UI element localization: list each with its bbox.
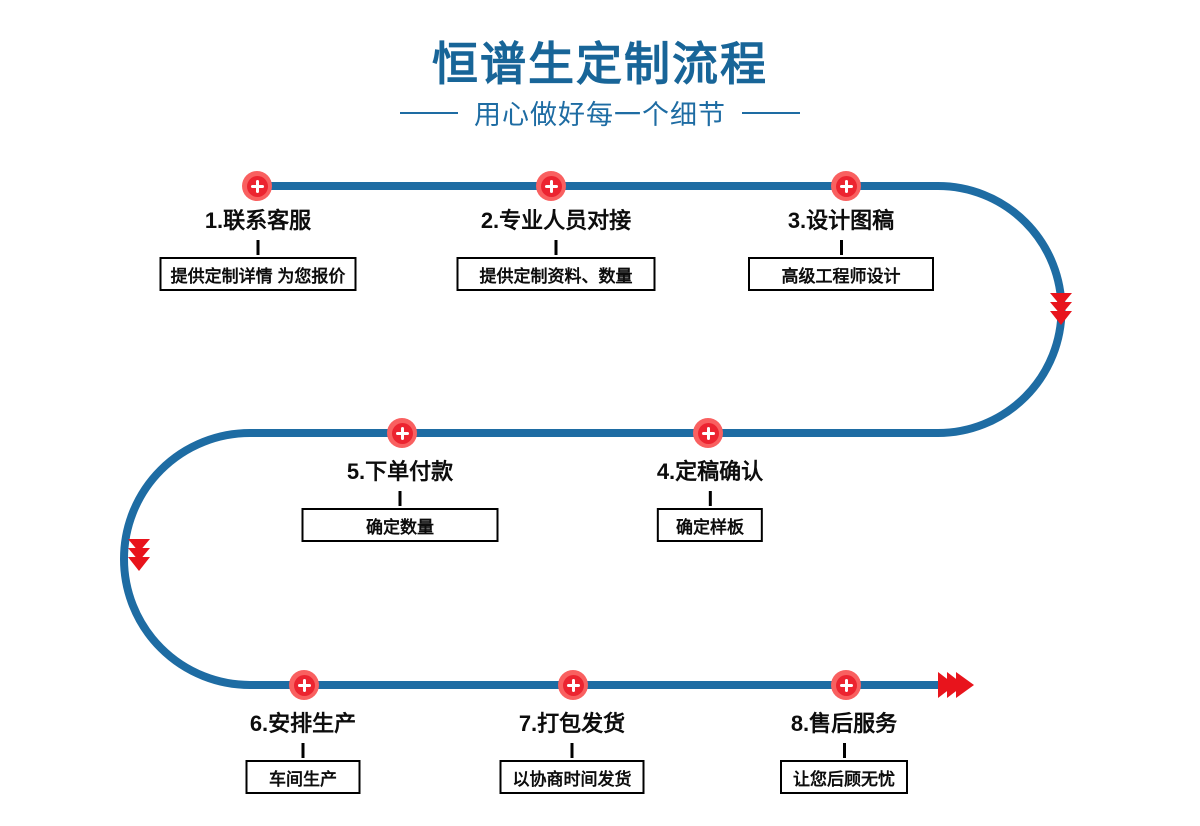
step-label: 3.设计图稿	[787, 208, 895, 233]
plus-icon	[701, 426, 715, 440]
plus-marker-icon	[387, 418, 417, 448]
step-box: 高级工程师设计	[748, 257, 934, 291]
plus-marker-icon	[558, 670, 588, 700]
step-box: 提供定制详情 为您报价	[159, 257, 357, 291]
plus-marker-inner	[835, 674, 857, 696]
connector-tick	[554, 240, 558, 255]
plus-icon	[839, 179, 853, 193]
plus-marker-inner	[562, 674, 584, 696]
plus-marker-inner	[697, 422, 719, 444]
step-box: 确定样板	[656, 508, 763, 542]
plus-marker-icon	[693, 418, 723, 448]
connector-tick	[398, 491, 402, 506]
step-box: 以协商时间发货	[499, 760, 645, 794]
step-label: 6.安排生产	[249, 711, 357, 736]
plus-marker-inner	[540, 175, 562, 197]
step-box: 确定数量	[301, 508, 499, 542]
page-subtitle: 用心做好每一个细节	[474, 100, 726, 130]
subtitle-left-line	[400, 111, 458, 114]
step-6-arrange-production: 6.安排生产 车间生产	[245, 711, 361, 794]
step-label: 5.下单付款	[346, 459, 454, 484]
step-box: 提供定制资料、数量	[456, 257, 656, 291]
step-label: 4.定稿确认	[656, 459, 764, 484]
plus-icon	[544, 179, 558, 193]
arrow-down-icon-left-curve	[128, 539, 150, 571]
page-title: 恒谱生定制流程	[432, 38, 768, 90]
subtitle-row: 用心做好每一个细节	[0, 93, 1200, 132]
step-3-design-draft: 3.设计图稿 高级工程师设计	[748, 208, 934, 291]
plus-marker-icon	[831, 171, 861, 201]
plus-icon	[250, 179, 264, 193]
subtitle-right-line	[742, 111, 800, 114]
step-label: 2.专业人员对接	[480, 208, 632, 233]
step-box: 车间生产	[245, 760, 361, 794]
step-label: 1.联系客服	[204, 208, 312, 233]
step-5-order-payment: 5.下单付款 确定数量	[301, 459, 499, 542]
step-box: 让您后顾无忧	[780, 760, 908, 794]
plus-marker-inner	[293, 674, 315, 696]
plus-marker-icon	[536, 171, 566, 201]
plus-icon	[566, 678, 580, 692]
plus-icon	[297, 678, 311, 692]
step-4-final-confirmation: 4.定稿确认 确定样板	[657, 459, 763, 542]
connector-tick	[839, 240, 843, 255]
plus-icon	[395, 426, 409, 440]
flow-path	[120, 182, 1066, 689]
plus-marker-inner	[246, 175, 268, 197]
connector-tick	[256, 240, 260, 255]
arrow-down-icon-right-curve	[1050, 293, 1072, 325]
arrow-right-icon-end	[938, 672, 974, 698]
step-7-pack-ship: 7.打包发货 以协商时间发货	[499, 711, 645, 794]
step-label: 7.打包发货	[518, 711, 626, 736]
step-label: 8.售后服务	[790, 711, 898, 736]
step-2-specialist-docking: 2.专业人员对接 提供定制资料、数量	[456, 208, 656, 291]
plus-marker-icon	[242, 171, 272, 201]
connector-tick	[570, 743, 574, 758]
plus-marker-inner	[835, 175, 857, 197]
plus-marker-icon	[289, 670, 319, 700]
step-1-contact-service: 1.联系客服 提供定制详情 为您报价	[159, 208, 357, 291]
plus-icon	[839, 678, 853, 692]
connector-tick	[708, 491, 712, 506]
plus-marker-icon	[831, 670, 861, 700]
connector-tick	[842, 743, 846, 758]
step-8-after-sales: 8.售后服务 让您后顾无忧	[780, 711, 908, 794]
plus-marker-inner	[391, 422, 413, 444]
connector-tick	[301, 743, 305, 758]
